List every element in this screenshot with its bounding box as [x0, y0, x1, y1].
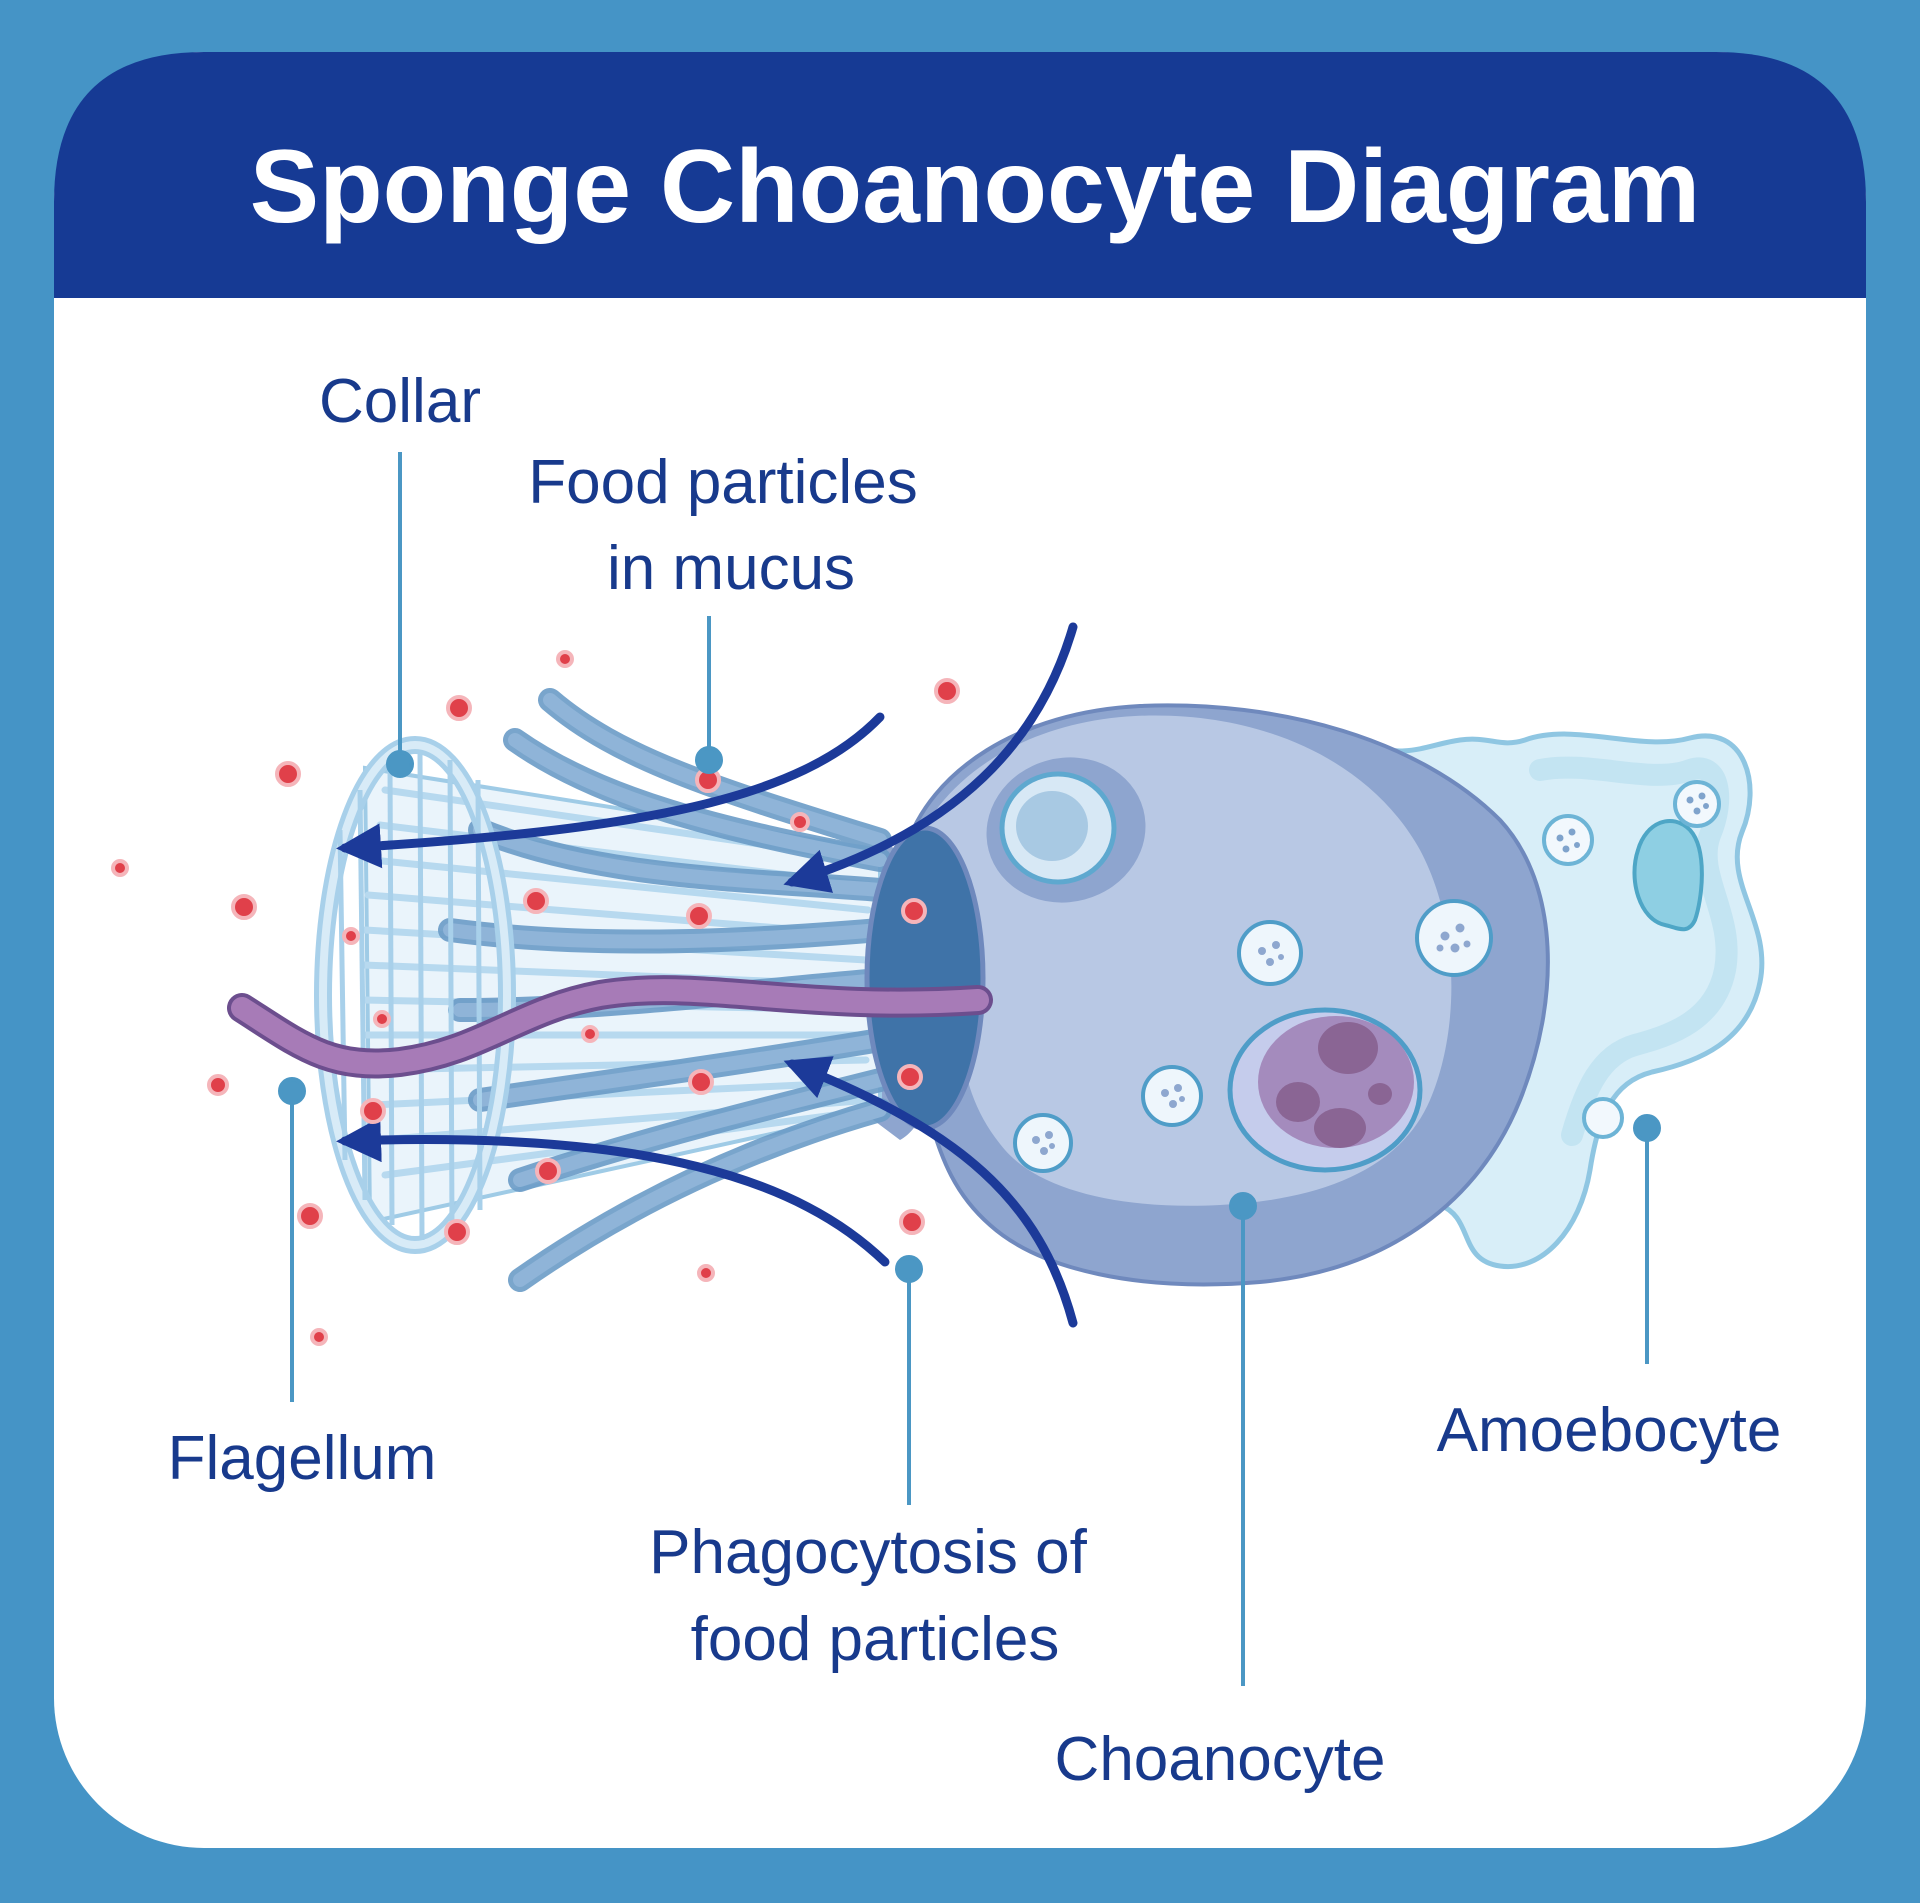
label-food-particles-line2: in mucus [607, 534, 855, 603]
amoebocyte-nucleus [1632, 819, 1704, 932]
label-choanocyte: Choanocyte [1055, 1725, 1386, 1794]
water-flow-arrows [336, 622, 1078, 1328]
label-flagellum: Flagellum [168, 1424, 437, 1493]
label-amoebocyte: Amoebocyte [1437, 1396, 1782, 1465]
choanocyte-cell-body [850, 703, 1550, 1287]
leader-lines [278, 452, 1661, 1686]
title-banner [54, 52, 1866, 298]
food-particles [111, 650, 960, 1346]
label-phagocytosis-line2: food particles [691, 1605, 1060, 1674]
label-phagocytosis-line1: Phagocytosis of [649, 1518, 1087, 1587]
page-title: Sponge Choanocyte Diagram [250, 129, 1700, 245]
label-food-particles-line1: Food particles [528, 448, 917, 517]
label-collar: Collar [319, 367, 481, 436]
